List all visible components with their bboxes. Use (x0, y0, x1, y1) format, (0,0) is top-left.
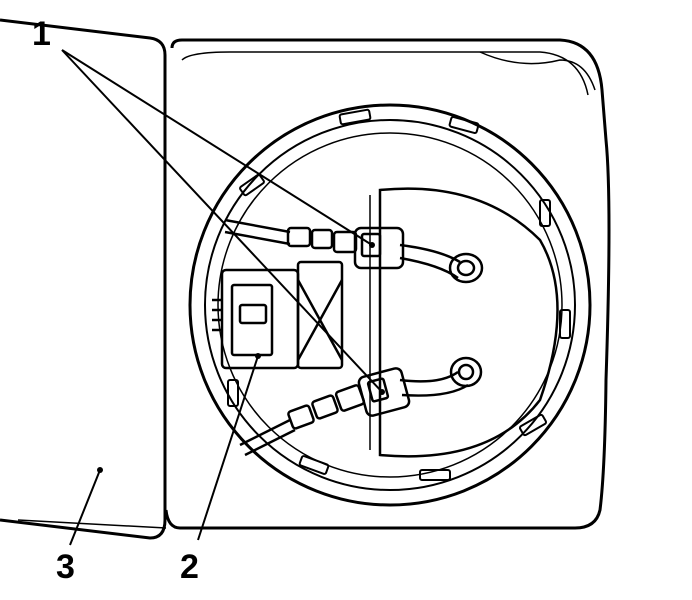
callout-1: 1 (32, 15, 51, 53)
housing-inner-edge (181, 51, 589, 96)
quick-connector-upper (224, 218, 405, 270)
side-panel-outline (0, 18, 167, 540)
lock-ring-lip (217, 132, 563, 478)
lock-ring-outer (188, 103, 592, 507)
leader-1-lower-dot (379, 389, 385, 395)
housing-bulge (479, 51, 596, 91)
leader-3 (69, 469, 101, 546)
quick-connector-lower (239, 367, 411, 457)
panel-edge-line (17, 519, 167, 529)
electrical-connector (212, 260, 344, 370)
leader-1-upper (61, 49, 373, 246)
leader-lines (61, 49, 383, 546)
access-housing-outline (164, 38, 611, 530)
leader-1-upper-dot (369, 242, 375, 248)
leader-2 (197, 355, 259, 541)
callout-2: 2 (180, 548, 199, 586)
pump-flange (378, 187, 559, 458)
fuel-pipe-upper (399, 243, 484, 284)
fuel-pipe-lower (399, 356, 483, 397)
lock-ring-tabs (227, 108, 571, 481)
leader-1-lower (61, 49, 383, 393)
lock-ring-inner (204, 119, 576, 491)
leader-2-dot (255, 353, 261, 359)
callout-3: 3 (56, 548, 75, 586)
